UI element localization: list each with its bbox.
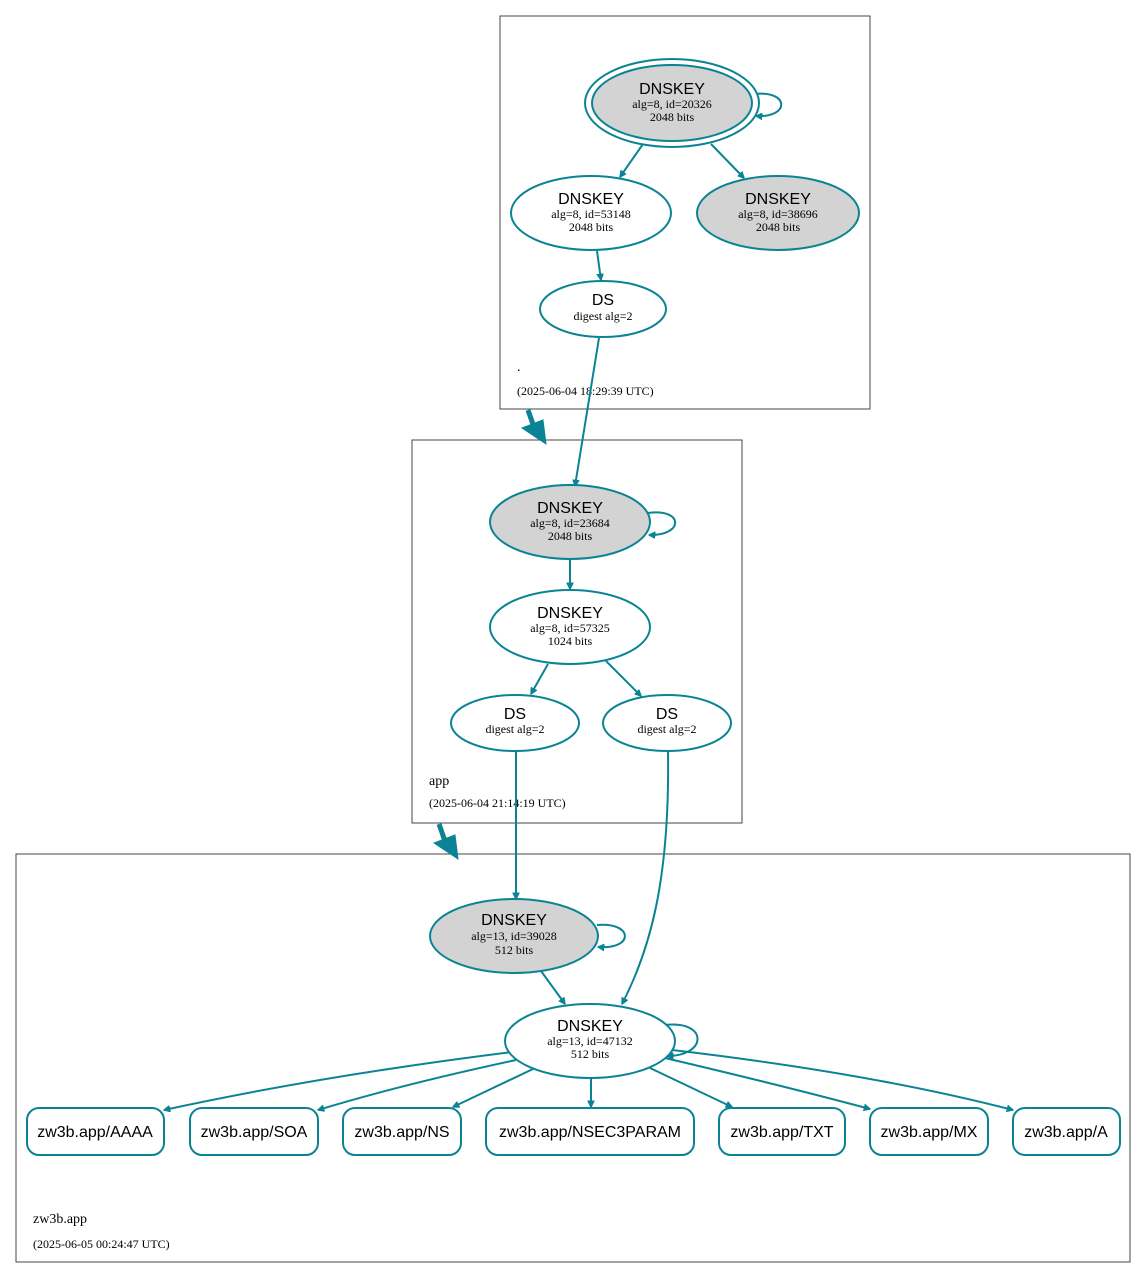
node-alg-id: alg=8, id=38696 [738, 207, 818, 221]
edge-app-ksk-self [647, 511, 677, 535]
zone-app-box [411, 439, 743, 824]
edge-app-zsk-ds2 [605, 660, 641, 696]
node-title: DS [592, 292, 614, 309]
rrset-label: zw3b.app/NS [354, 1124, 449, 1141]
edge-zw-zsk-aaaa [164, 1051, 513, 1110]
node-digest-alg: digest alg=2 [573, 309, 632, 323]
node-title: DNSKEY [558, 191, 624, 208]
edge-root-ksk-zsk2 [710, 143, 744, 178]
node-alg-id: alg=8, id=23684 [530, 516, 610, 530]
zone-root-timestamp: (2025-06-04 18:29:39 UTC) [517, 384, 654, 398]
edge-zw-zsk-a [671, 1049, 1013, 1110]
edge-zw-zsk-soa [318, 1059, 517, 1110]
rrset-ns: zw3b.app/NS [342, 1107, 462, 1156]
rrset-label: zw3b.app/SOA [201, 1124, 308, 1141]
rrset-label: zw3b.app/A [1024, 1124, 1108, 1141]
node-digest-alg: digest alg=2 [637, 722, 696, 736]
rrset-txt: zw3b.app/TXT [718, 1107, 846, 1156]
node-key-size: 2048 bits [548, 529, 593, 543]
rrset-label: zw3b.app/MX [881, 1124, 978, 1141]
node-key-size: 2048 bits [756, 220, 801, 234]
node-title: DNSKEY [481, 912, 547, 929]
node-title: DS [504, 706, 526, 723]
node-title: DS [656, 706, 678, 723]
zone-zw3b-timestamp: (2025-06-05 00:24:47 UTC) [33, 1237, 170, 1251]
node-title: DNSKEY [639, 81, 705, 98]
node-title: DNSKEY [537, 605, 603, 622]
node-zw3b-ksk: DNSKEY alg=13, id=39028 512 bits [429, 898, 599, 974]
node-root-ksk: DNSKEY alg=8, id=20326 2048 bits [584, 58, 760, 148]
node-key-size: 512 bits [571, 1047, 610, 1061]
edge-zw-zsk-mx [664, 1057, 870, 1109]
edge-root-ds-app-ksk [575, 337, 600, 486]
delegation-arrow-root-app [520, 409, 547, 446]
zone-root-box [499, 15, 871, 410]
node-alg-id: alg=13, id=47132 [547, 1034, 633, 1048]
zone-app-timestamp: (2025-06-04 21:14:19 UTC) [429, 796, 566, 810]
delegation-arrow-app-zw3b [432, 823, 459, 861]
edge-zw-zsk-ns [453, 1068, 534, 1108]
rrset-label: zw3b.app/NSEC3PARAM [499, 1124, 681, 1141]
node-key-size: 1024 bits [548, 634, 593, 648]
zone-app-name: app [429, 774, 449, 789]
node-alg-id: alg=8, id=53148 [551, 207, 631, 221]
edge-zw-ksk-zsk [540, 970, 565, 1004]
node-digest-alg: digest alg=2 [485, 722, 544, 736]
zone-root-name: . [517, 360, 521, 375]
node-root-zsk-38696: DNSKEY alg=8, id=38696 2048 bits [696, 175, 860, 251]
edge-zw-ksk-self [596, 923, 626, 947]
edge-app-zsk-ds1 [530, 663, 549, 694]
edge-zw-zsk-self [664, 1023, 699, 1056]
edge-root-ksk-self [753, 92, 783, 116]
rrset-soa: zw3b.app/SOA [189, 1107, 319, 1156]
edge-app-ds2-zw-zsk [621, 750, 670, 1004]
edge-root-ksk-zsk1 [620, 143, 644, 177]
node-alg-id: alg=8, id=20326 [632, 97, 712, 111]
node-app-ds-1: DS digest alg=2 [450, 694, 580, 752]
zone-zw3b-name: zw3b.app [33, 1212, 87, 1227]
edges [164, 92, 1013, 1110]
node-app-ds-2: DS digest alg=2 [602, 694, 732, 752]
rrset-aaaa: zw3b.app/AAAA [26, 1107, 165, 1156]
edge-zw-zsk-txt [649, 1067, 732, 1108]
rrset-label: zw3b.app/TXT [730, 1124, 833, 1141]
node-root-zsk-53148: DNSKEY alg=8, id=53148 2048 bits [510, 175, 672, 251]
node-root-ds: DS digest alg=2 [539, 280, 667, 338]
zone-zw3b-box [15, 853, 1131, 1263]
node-title: DNSKEY [557, 1018, 623, 1035]
node-title: DNSKEY [745, 191, 811, 208]
rrset-mx: zw3b.app/MX [869, 1107, 989, 1156]
rrset-a: zw3b.app/A [1012, 1107, 1121, 1156]
edge-root-zsk1-ds [596, 250, 601, 280]
node-key-size: 2048 bits [569, 220, 614, 234]
node-zw3b-zsk: DNSKEY alg=13, id=47132 512 bits [504, 1003, 676, 1079]
rrset-nsec3param: zw3b.app/NSEC3PARAM [485, 1107, 695, 1156]
node-key-size: 2048 bits [650, 110, 695, 124]
node-key-size: 512 bits [495, 943, 534, 957]
node-title: DNSKEY [537, 500, 603, 517]
node-app-zsk: DNSKEY alg=8, id=57325 1024 bits [489, 589, 651, 665]
node-alg-id: alg=13, id=39028 [471, 929, 557, 943]
node-app-ksk: DNSKEY alg=8, id=23684 2048 bits [489, 484, 651, 560]
node-alg-id: alg=8, id=57325 [530, 621, 610, 635]
rrset-label: zw3b.app/AAAA [37, 1124, 153, 1141]
